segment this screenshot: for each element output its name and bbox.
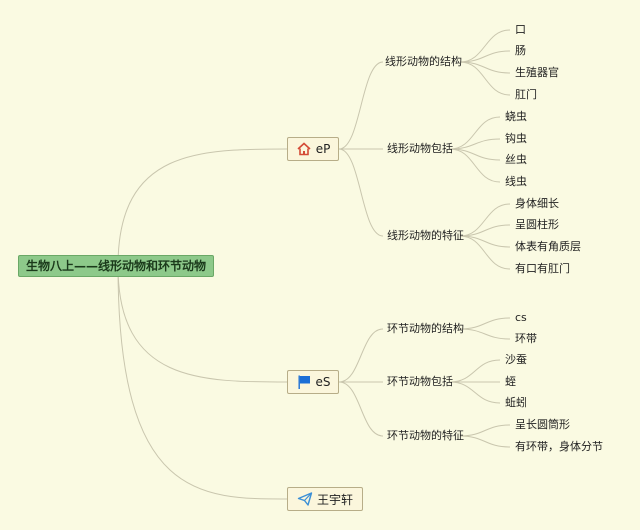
leaf-item: 蛭 <box>505 375 516 388</box>
connector-line <box>117 265 288 383</box>
connector-line <box>459 235 511 270</box>
leaf-item: 肛门 <box>515 88 537 101</box>
connector-line <box>449 116 501 150</box>
branch-node-author[interactable]: 王宇轩 <box>287 487 363 511</box>
connector-line <box>117 265 288 500</box>
group-label: 线形动物包括 <box>387 142 453 155</box>
leaf-item: 呈圆柱形 <box>515 218 559 231</box>
flag-icon <box>296 374 312 390</box>
group-label: 环节动物包括 <box>387 375 453 388</box>
connector-line <box>459 224 511 237</box>
house-icon <box>296 141 312 157</box>
branch-node-es[interactable]: eS <box>287 370 339 394</box>
leaf-item: 体表有角质层 <box>515 240 581 253</box>
leaf-item: 有口有肛门 <box>515 262 570 275</box>
connector-line <box>459 435 511 448</box>
leaf-item: 口 <box>515 23 526 36</box>
branch-node-ep[interactable]: eP <box>287 137 339 161</box>
leaf-item: 沙蚕 <box>505 353 527 366</box>
connector-line <box>459 317 511 330</box>
group-label: 环节动物的结构 <box>387 322 464 335</box>
connector-line <box>459 203 511 237</box>
connector-line <box>459 424 511 437</box>
leaf-item: 蚯蚓 <box>505 396 527 409</box>
connector-line <box>459 29 511 63</box>
leaf-item: 蛲虫 <box>505 110 527 123</box>
branch-label: eS <box>315 375 331 389</box>
connector-line <box>338 381 384 437</box>
group-label: 线形动物的结构 <box>385 55 462 68</box>
leaf-item: cs <box>515 311 527 324</box>
leaf-item: 生殖器官 <box>515 66 559 79</box>
leaf-item: 丝虫 <box>505 153 527 166</box>
connector-line <box>338 148 384 237</box>
connector-line <box>449 148 501 183</box>
connector-line <box>449 381 501 404</box>
root-node[interactable]: 生物八上——线形动物和环节动物 <box>18 255 214 277</box>
leaf-item: 线虫 <box>505 175 527 188</box>
leaf-item: 钩虫 <box>505 132 527 145</box>
branch-label: eP <box>315 142 331 156</box>
leaf-item: 环带 <box>515 332 537 345</box>
leaf-item: 呈长圆筒形 <box>515 418 570 431</box>
connector-line <box>459 50 511 63</box>
branch-label: 王宇轩 <box>316 492 353 507</box>
leaf-item: 有环带，身体分节 <box>515 440 603 453</box>
connector-line <box>449 359 501 383</box>
connector-line <box>117 148 288 267</box>
paper-plane-icon <box>297 491 313 507</box>
leaf-item: 身体细长 <box>515 197 559 210</box>
connector-line <box>338 61 384 150</box>
group-label: 线形动物的特征 <box>387 229 464 242</box>
connector-line <box>459 61 511 96</box>
group-label: 环节动物的特征 <box>387 429 464 442</box>
connector-line <box>338 328 384 383</box>
connector-line <box>459 328 511 340</box>
leaf-item: 肠 <box>515 44 526 57</box>
